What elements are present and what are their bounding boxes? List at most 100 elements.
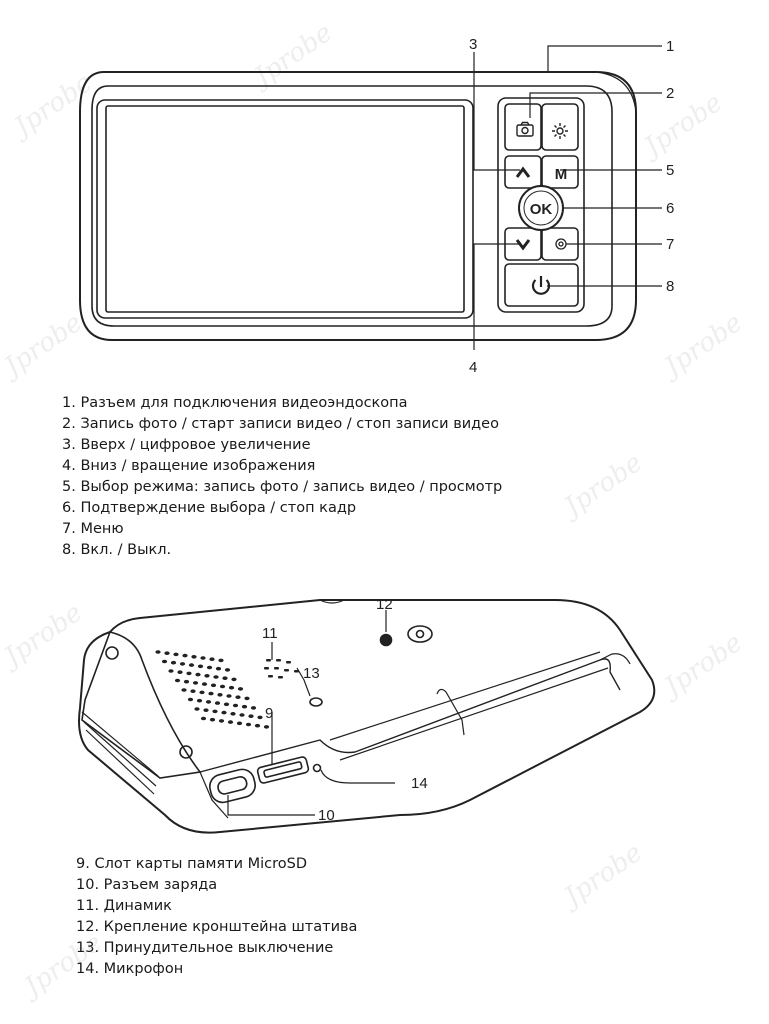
callout-9: 9	[265, 705, 273, 722]
grille-hole	[224, 668, 231, 672]
grille-hole	[201, 682, 208, 686]
grille-hole	[218, 658, 224, 663]
speaker-grille	[155, 650, 270, 729]
legend-item: 5. Выбор режима: запись фото / запись ви…	[62, 479, 503, 495]
device-rail	[199, 658, 621, 773]
grille-hole	[245, 722, 252, 727]
chevron-down-icon	[515, 239, 531, 251]
grille-hole	[228, 685, 235, 690]
grille-hole	[199, 690, 205, 695]
watermark: Jprobe	[559, 447, 648, 523]
grille-hole	[250, 706, 257, 710]
grille-hole	[244, 696, 250, 701]
callout-2: 2	[666, 85, 674, 102]
screw-hole	[105, 646, 119, 660]
grille-hole	[177, 670, 183, 674]
legend-item: 11. Динамик	[76, 898, 172, 914]
legend-item: 8. Вкл. / Выкл.	[62, 542, 172, 558]
grille-hole	[222, 676, 228, 680]
grille-hole	[263, 725, 270, 729]
charging-port	[209, 768, 256, 804]
sun-icon	[552, 123, 568, 139]
grille-hole	[226, 694, 232, 698]
callout-11: 11	[262, 625, 278, 642]
grille-hole	[235, 695, 241, 699]
brightness-button[interactable]	[541, 103, 579, 151]
grille-hole	[215, 666, 222, 671]
callout-14: 14	[411, 775, 428, 792]
legend-item: 10. Разъем заряда	[76, 877, 218, 893]
grille-hole	[210, 683, 217, 688]
gear-icon	[555, 238, 567, 250]
grille-hole	[209, 657, 215, 661]
grille-hole	[161, 659, 168, 664]
legend-item: 4. Вниз / вращение изображения	[62, 458, 316, 474]
legend-item: 14. Микрофон	[76, 961, 184, 977]
grille-hole	[174, 678, 181, 683]
grille-hole	[164, 651, 170, 655]
grille-hole	[183, 679, 190, 684]
speaker-dots	[264, 659, 299, 679]
button-panel	[497, 97, 585, 313]
callout-1: 1	[666, 38, 674, 55]
grille-hole	[188, 663, 195, 667]
grille-hole	[182, 653, 188, 658]
ok-button-label: OK	[530, 201, 553, 218]
grille-hole	[213, 675, 219, 679]
grille-hole	[230, 712, 236, 716]
grille-hole	[232, 703, 239, 708]
grille-hole	[205, 700, 212, 704]
grille-hole	[168, 669, 174, 673]
legend-item: 2. Запись фото / старт записи видео / ст…	[62, 416, 499, 432]
microsd-slot	[256, 756, 310, 784]
leader-line-3	[473, 52, 520, 171]
grille-hole	[236, 721, 243, 726]
screw-hole	[179, 745, 193, 759]
power-button[interactable]	[504, 263, 579, 307]
grille-hole	[214, 701, 221, 705]
grille-hole	[248, 714, 254, 718]
grille-hole	[231, 677, 237, 682]
grille-hole	[237, 687, 244, 691]
grille-hole	[196, 698, 203, 703]
mode-button[interactable]	[541, 155, 579, 189]
legend-item: 3. Вверх / цифровое увеличение	[62, 437, 311, 453]
grille-hole	[206, 665, 213, 670]
callout-8: 8	[666, 278, 674, 295]
screen-bezel	[96, 99, 474, 319]
grille-hole	[219, 684, 226, 689]
grille-hole	[218, 719, 225, 723]
grille-hole	[221, 710, 227, 715]
grille-hole	[208, 691, 214, 696]
device-back-body	[78, 599, 656, 834]
grille-hole	[186, 671, 192, 676]
grille-hole	[217, 693, 223, 697]
grille-hole	[194, 707, 200, 711]
grille-hole	[195, 672, 201, 677]
screen	[105, 105, 465, 313]
grille-hole	[212, 709, 218, 714]
legend-item: 13. Принудительное выключение	[76, 940, 334, 956]
grille-hole	[254, 723, 261, 728]
legend-item: 7. Меню	[62, 521, 124, 537]
device-body-outer	[79, 71, 637, 341]
grille-hole	[203, 708, 209, 712]
front-view-diagram: M OK 1 2 3 4 5 6 7 8	[79, 36, 674, 376]
legend-item: 9. Слот карты памяти MicroSD	[76, 856, 308, 872]
up-button[interactable]	[504, 155, 542, 189]
device-end-cap	[81, 631, 202, 779]
back-legend: 9. Слот карты памяти MicroSD 10. Разъем …	[76, 854, 357, 980]
legend-item: 1. Разъем для подключения видеоэндоскопа	[62, 395, 408, 411]
callout-6: 6	[666, 200, 674, 217]
grille-hole	[190, 689, 196, 693]
legend-item: 12. Крепление кронштейна штатива	[76, 919, 358, 935]
leader-line-2	[529, 92, 662, 118]
grille-hole	[155, 650, 161, 654]
callout-12: 12	[376, 596, 393, 613]
grille-hole	[197, 664, 204, 669]
callout-10: 10	[318, 807, 335, 824]
capture-button[interactable]	[504, 103, 542, 151]
grille-hole	[179, 662, 186, 666]
callout-3: 3	[469, 36, 477, 53]
back-view-diagram: 9 10 11 12 13 14	[78, 596, 656, 834]
